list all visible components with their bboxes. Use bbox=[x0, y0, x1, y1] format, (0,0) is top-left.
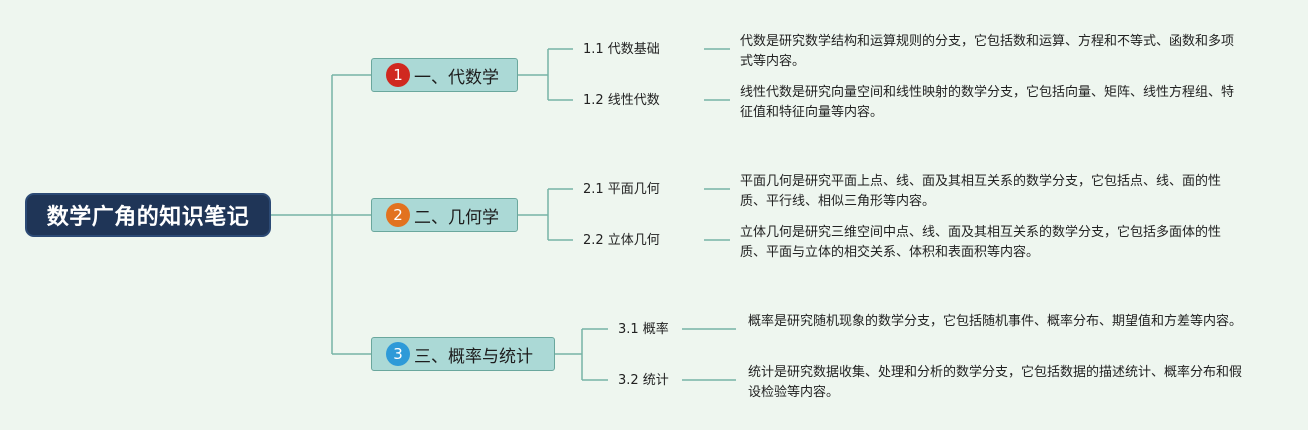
subtopic-probability[interactable]: 3.1 概率 bbox=[618, 322, 669, 337]
subtopic-statistics[interactable]: 3.2 统计 bbox=[618, 373, 669, 388]
subtopic-solid-geometry[interactable]: 2.2 立体几何 bbox=[583, 233, 660, 248]
subtopic-algebra-basics[interactable]: 1.1 代数基础 bbox=[583, 42, 660, 57]
note-solid-geometry: 立体几何是研究三维空间中点、线、面及其相互关系的数学分支，它包括多面体的性质、平… bbox=[740, 225, 1222, 260]
subtopic-plane-geometry[interactable]: 2.1 平面几何 bbox=[583, 182, 660, 197]
branch-node-algebra[interactable]: 1 一、代数学 bbox=[371, 58, 518, 92]
subtopic-linear-algebra[interactable]: 1.2 线性代数 bbox=[583, 93, 660, 108]
note-plane-geometry: 平面几何是研究平面上点、线、面及其相互关系的数学分支，它包括点、线、面的性质、平… bbox=[740, 174, 1222, 209]
root-node[interactable]: 数学广角的知识笔记 bbox=[25, 193, 271, 237]
number-badge-3: 3 bbox=[386, 342, 410, 366]
note-linear-algebra: 线性代数是研究向量空间和线性映射的数学分支，它包括向量、矩阵、线性方程组、特征值… bbox=[740, 85, 1235, 120]
note-probability: 概率是研究随机现象的数学分支，它包括随机事件、概率分布、期望值和方差等内容。 bbox=[748, 314, 1243, 329]
branch-node-geometry[interactable]: 2 二、几何学 bbox=[371, 198, 518, 232]
branch-label: 二、几何学 bbox=[414, 207, 499, 228]
number-badge-1: 1 bbox=[386, 63, 410, 87]
note-statistics: 统计是研究数据收集、处理和分析的数学分支，它包括数据的描述统计、概率分布和假设检… bbox=[748, 365, 1243, 400]
note-algebra-basics: 代数是研究数学结构和运算规则的分支，它包括数和运算、方程和不等式、函数和多项式等… bbox=[740, 34, 1235, 69]
root-title: 数学广角的知识笔记 bbox=[46, 205, 250, 230]
branch-label: 一、代数学 bbox=[414, 67, 499, 88]
number-badge-2: 2 bbox=[386, 203, 410, 227]
branch-label: 三、概率与统计 bbox=[414, 346, 533, 367]
branch-node-probability-statistics[interactable]: 3 三、概率与统计 bbox=[371, 337, 555, 371]
